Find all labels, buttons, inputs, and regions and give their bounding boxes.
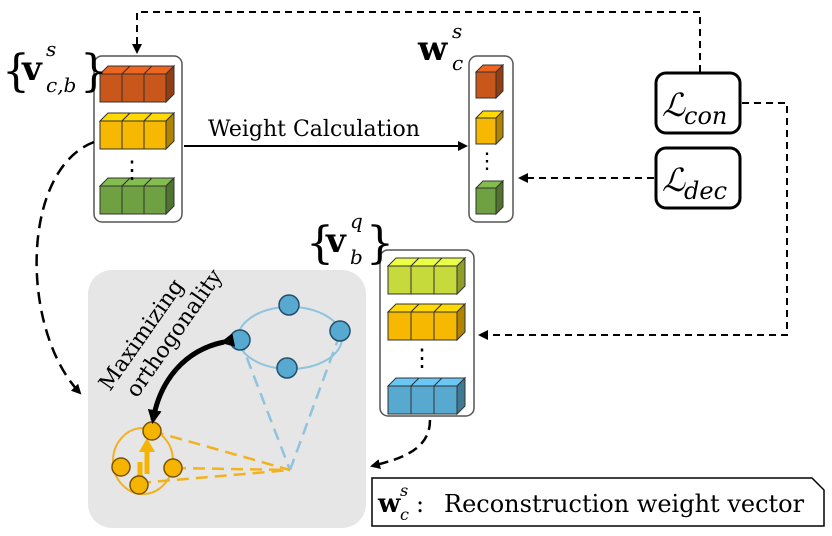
support-to-panel-arrow bbox=[35, 140, 95, 395]
weight-block-yellow bbox=[474, 109, 505, 146]
query-node bbox=[329, 320, 351, 342]
svg-text:ℒ: ℒ bbox=[662, 161, 686, 199]
support-set-group: ⋮ bbox=[93, 55, 183, 223]
query-set-label: { v q b } bbox=[306, 209, 394, 269]
svg-text:con: con bbox=[684, 102, 727, 130]
svg-text:ℒ: ℒ bbox=[662, 86, 686, 124]
query-node bbox=[229, 329, 251, 351]
svg-text:c: c bbox=[452, 51, 463, 75]
loss-con-to-support-arrow bbox=[132, 11, 701, 72]
query-block-yellow bbox=[386, 302, 467, 342]
svg-text:Reconstruction weight vector: Reconstruction weight vector bbox=[444, 490, 805, 518]
query-node bbox=[276, 357, 298, 379]
svg-text:}: } bbox=[80, 46, 108, 97]
weight-vertical-dots: ⋮ bbox=[476, 149, 498, 174]
query-to-panel-arrow bbox=[370, 419, 432, 469]
loss-con-box: ℒ con bbox=[654, 71, 742, 135]
support-block-orange bbox=[98, 64, 176, 104]
query-set-group: ⋮ bbox=[379, 249, 475, 417]
weight-vector-group: ⋮ bbox=[468, 55, 514, 223]
query-block-lime bbox=[386, 256, 467, 296]
weight-calculation-label: Weight Calculation bbox=[208, 117, 420, 142]
svg-text:c,b: c,b bbox=[46, 73, 76, 97]
svg-text:{: { bbox=[2, 46, 30, 97]
svg-text:b: b bbox=[350, 245, 363, 269]
svg-text:v: v bbox=[21, 49, 43, 89]
loss-dec-box: ℒ dec bbox=[654, 146, 742, 210]
loss-con-to-query-arrow bbox=[478, 102, 788, 340]
svg-text:c: c bbox=[400, 505, 409, 524]
support-node bbox=[129, 475, 149, 495]
svg-text:}: } bbox=[366, 218, 394, 269]
support-node bbox=[111, 457, 131, 477]
orthogonality-double-arrow bbox=[147, 333, 236, 424]
weight-vector-label: w s c bbox=[417, 19, 463, 75]
support-set-label: { v s c,b } bbox=[2, 37, 108, 97]
orthogonality-panel bbox=[88, 270, 366, 528]
query-block-blue bbox=[386, 376, 467, 416]
support-node bbox=[142, 421, 162, 441]
svg-text:q: q bbox=[350, 209, 363, 233]
svg-text:v: v bbox=[325, 221, 347, 261]
svg-text:{: { bbox=[306, 218, 334, 269]
query-vertical-dots: ⋮ bbox=[410, 344, 434, 372]
svg-text:s: s bbox=[452, 19, 462, 43]
query-node bbox=[278, 294, 300, 316]
support-node bbox=[163, 458, 183, 478]
support-block-green bbox=[98, 176, 176, 216]
weight-block-orange bbox=[474, 63, 505, 100]
query-embedding-cluster bbox=[229, 294, 351, 471]
svg-text:s: s bbox=[46, 37, 56, 61]
svg-text:w: w bbox=[377, 489, 401, 519]
svg-text:s: s bbox=[400, 481, 408, 500]
svg-text:dec: dec bbox=[684, 177, 727, 205]
legend: w s c : Reconstruction weight vector bbox=[371, 477, 825, 527]
weight-block-green bbox=[474, 179, 505, 216]
svg-text::: : bbox=[416, 490, 424, 518]
support-vertical-dots: ⋮ bbox=[120, 156, 144, 184]
svg-text:w: w bbox=[417, 29, 448, 69]
support-block-yellow bbox=[98, 111, 176, 151]
support-embedding-cluster bbox=[111, 421, 291, 495]
